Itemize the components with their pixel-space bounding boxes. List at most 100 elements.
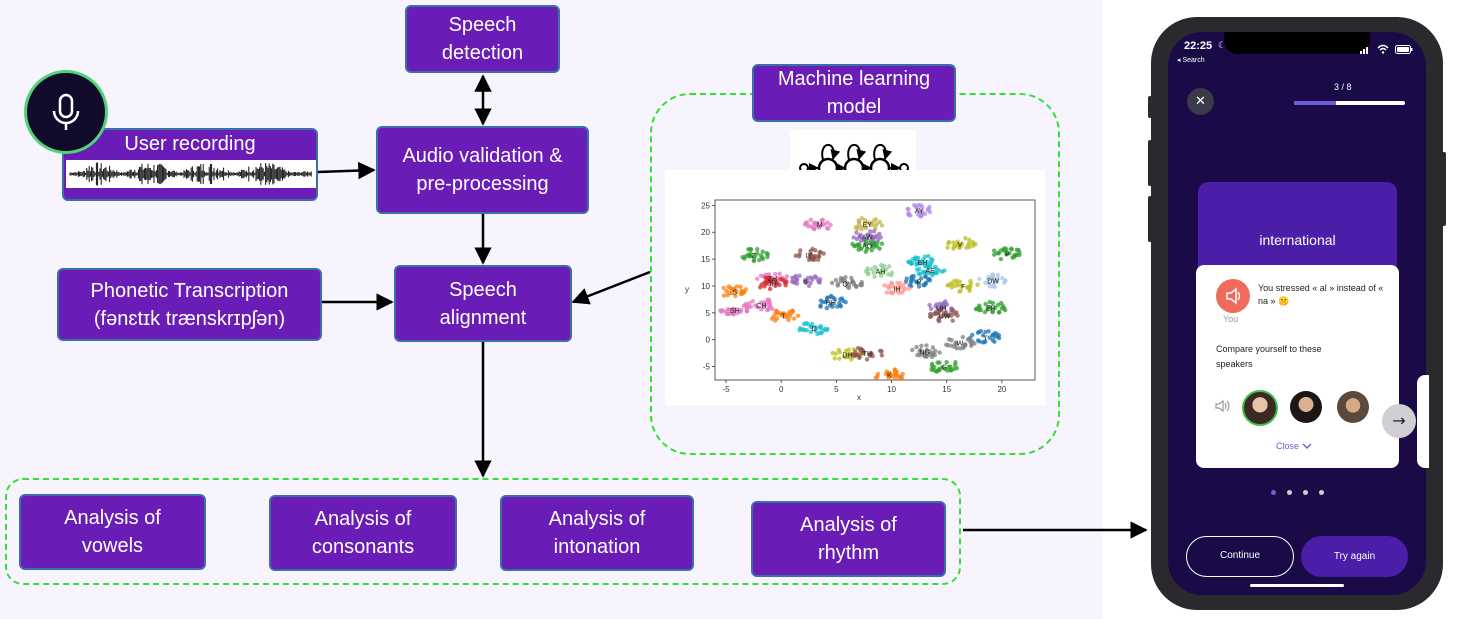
cluster-point-hh [818, 303, 823, 308]
cluster-point-jh [778, 277, 783, 282]
progress-fill [1294, 101, 1336, 105]
cluster-point-d [808, 329, 814, 335]
continue-button[interactable]: Continue [1186, 536, 1294, 577]
cluster-point-hh [824, 305, 829, 311]
x-tick-label: -5 [722, 385, 730, 394]
cluster-point-f [949, 285, 955, 290]
cluster-label-y: Y [983, 335, 988, 342]
close-icon: ✕ [1195, 94, 1206, 109]
cluster-point-b [817, 280, 822, 285]
cluster-point-ah [865, 271, 871, 276]
cluster-point-ah [886, 272, 891, 277]
cluster-point-th [852, 353, 858, 358]
cluster-point-m [814, 223, 819, 228]
cluster-point-dw [991, 277, 997, 282]
cluster-point-ao [863, 249, 868, 255]
cluster-point-f [975, 282, 980, 287]
y-tick-label: 5 [706, 309, 711, 318]
cluster-point-oy [842, 278, 847, 283]
cluster-point-uh [928, 306, 934, 312]
status-time: 22:25 [1184, 40, 1213, 52]
cluster-point-v [971, 241, 977, 247]
cluster-point-ao [859, 246, 864, 251]
speech-detection-box: Speech detection [405, 5, 560, 73]
cluster-point-w [949, 337, 954, 343]
cluster-point-th [857, 355, 862, 360]
cluster-point-ao [869, 248, 874, 253]
close-feedback-link[interactable]: Close [1276, 441, 1312, 451]
cluster-point-sh [739, 307, 744, 313]
speaker-avatar-2[interactable] [1290, 391, 1322, 423]
cluster-point-dh [832, 356, 837, 361]
cluster-point-ah [872, 274, 877, 279]
cluster-point-f [965, 284, 971, 290]
cluster-point-ay [912, 202, 917, 208]
cluster-point-dh [837, 356, 842, 361]
cluster-point-er [983, 301, 988, 307]
x-tick-label: 10 [887, 385, 896, 394]
speaker-avatar-1[interactable] [1242, 390, 1278, 426]
x-tick-label: 5 [834, 385, 839, 394]
cluster-point-g [939, 365, 945, 370]
cluster-point-ch [765, 307, 770, 313]
try-again-button[interactable]: Try again [1301, 536, 1408, 577]
next-card-peek [1417, 375, 1429, 468]
cluster-point-hh [828, 293, 834, 299]
play-recording-button[interactable] [1216, 279, 1250, 313]
cluster-point-uw [936, 317, 941, 323]
next-speakers-button[interactable]: → [1382, 404, 1416, 438]
cluster-point-w [968, 339, 973, 345]
back-to-search-link[interactable]: ◂ Search [1177, 57, 1205, 64]
cluster-point-g [930, 367, 936, 373]
cluster-point-ih [887, 286, 892, 291]
cluster-point-aw [878, 235, 883, 240]
cluster-point-sh [729, 311, 734, 316]
cluster-point-dh [830, 350, 835, 356]
y-tick-label: 20 [701, 228, 710, 237]
cluster-point-zh [773, 271, 778, 277]
phone-power-button [1442, 152, 1446, 226]
cluster-point-p [1009, 246, 1014, 252]
cluster-point-y [992, 334, 998, 339]
cluster-point-aw [858, 238, 864, 243]
cluster-point-eh [921, 257, 926, 262]
close-lesson-button[interactable]: ✕ [1187, 88, 1214, 115]
cluster-point-iy [798, 248, 803, 253]
cluster-label-hh: HH [826, 300, 836, 307]
cluster-point-v [959, 241, 965, 247]
cluster-point-hh [843, 299, 848, 305]
cluster-point-er [995, 302, 1001, 308]
cluster-point-dw [986, 281, 992, 286]
arrow-right-icon: → [1392, 411, 1406, 430]
phone-volume-up [1148, 140, 1152, 186]
cluster-point-th [858, 346, 864, 351]
cluster-point-dw [977, 276, 982, 282]
cluster-point-sh [745, 309, 750, 314]
cluster-point-z [756, 257, 762, 263]
cluster-point-d [813, 325, 818, 330]
speaker-avatar-3[interactable] [1337, 391, 1369, 423]
cluster-point-z [743, 254, 748, 259]
cluster-point-ao [852, 243, 857, 249]
cluster-point-ae [934, 266, 939, 271]
cluster-point-hh [835, 304, 840, 309]
cluster-point-ae [917, 266, 922, 272]
cluster-point-er [998, 300, 1004, 306]
cluster-point-ch [747, 301, 752, 306]
cluster-point-sh [741, 303, 746, 308]
cluster-point-v [963, 235, 968, 241]
cluster-point-s [726, 290, 732, 296]
cluster-point-z [751, 258, 757, 264]
cluster-point-p [1012, 254, 1017, 259]
cluster-point-er [988, 305, 993, 310]
cluster-point-ch [766, 302, 771, 308]
cluster-point-th [864, 357, 870, 362]
cluster-point-v [951, 244, 957, 250]
cluster-point-f [945, 283, 951, 288]
cluster-point-ao [872, 242, 877, 248]
cluster-point-s [721, 285, 726, 291]
speaker-small-icon[interactable] [1214, 398, 1232, 414]
cluster-point-uw [950, 318, 955, 323]
cluster-point-aw [851, 235, 856, 240]
cluster-point-er [987, 299, 992, 305]
